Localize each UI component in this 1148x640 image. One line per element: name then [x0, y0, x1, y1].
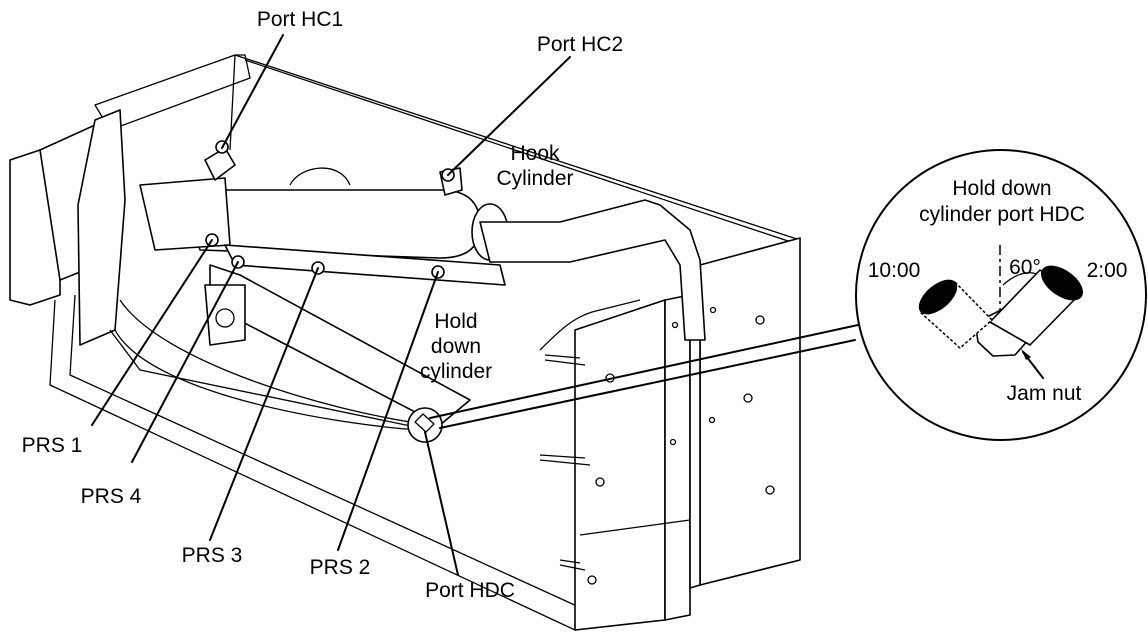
port-hc1-label: Port HC1 — [257, 8, 343, 31]
port-hdc-label: Port HDC — [425, 579, 515, 602]
position-10-label: 10:00 — [868, 259, 921, 282]
prs1-label: PRS 1 — [22, 434, 83, 457]
assembly-frame — [9, 54, 801, 631]
detail-title-line2: cylinder port HDC — [919, 203, 1085, 226]
angle-label: 60° — [1009, 256, 1041, 279]
hook-cylinder-label-line1: Hook — [510, 142, 560, 165]
hook-cylinder-label-line2: Cylinder — [496, 167, 573, 190]
leader-lines — [91, 34, 859, 576]
hold-down-label-line1: Hold — [434, 310, 477, 333]
hold-down-label-line2: down — [431, 335, 481, 358]
prs3-label: PRS 3 — [182, 544, 243, 567]
hold-down-label-line3: cylinder — [420, 360, 492, 383]
hook-cylinder — [139, 147, 706, 341]
labels: Port HC1 Port HC2 Hook Cylinder Hold dow… — [22, 8, 1128, 602]
prs2-label: PRS 2 — [310, 556, 371, 579]
port-hc2-label: Port HC2 — [537, 33, 623, 56]
detail-title-line1: Hold down — [952, 177, 1051, 200]
jam-nut-label: Jam nut — [1007, 382, 1082, 405]
detail-view-hdc — [855, 149, 1147, 441]
position-2-label: 2:00 — [1087, 259, 1128, 282]
prs4-label: PRS 4 — [81, 485, 142, 508]
